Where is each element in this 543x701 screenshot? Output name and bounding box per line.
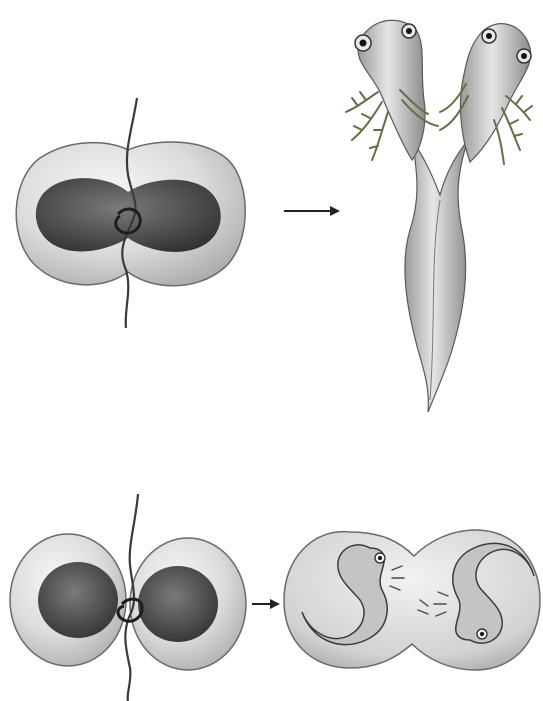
right-arrow bbox=[284, 206, 340, 216]
right-yolk bbox=[138, 566, 218, 642]
bottom-row bbox=[10, 494, 540, 701]
top-row bbox=[16, 20, 532, 412]
larva-tail bbox=[405, 140, 468, 412]
two-headed-larva bbox=[346, 20, 532, 412]
left-yolk bbox=[38, 562, 118, 638]
right-arrow bbox=[252, 599, 280, 609]
left-embryo-pupil bbox=[378, 556, 382, 560]
right-head bbox=[460, 24, 530, 162]
left-eye2-pupil bbox=[406, 28, 412, 34]
membrane bbox=[284, 530, 540, 670]
right-eye2-pupil bbox=[521, 53, 527, 59]
twin-embryos bbox=[284, 530, 540, 670]
left-eye-pupil bbox=[360, 40, 367, 47]
right-embryo-pupil bbox=[480, 632, 484, 636]
constricted-egg-with-hair-loop bbox=[16, 98, 245, 328]
divided-egg-with-hair-loop bbox=[10, 494, 246, 701]
right-eye-pupil bbox=[486, 33, 492, 39]
